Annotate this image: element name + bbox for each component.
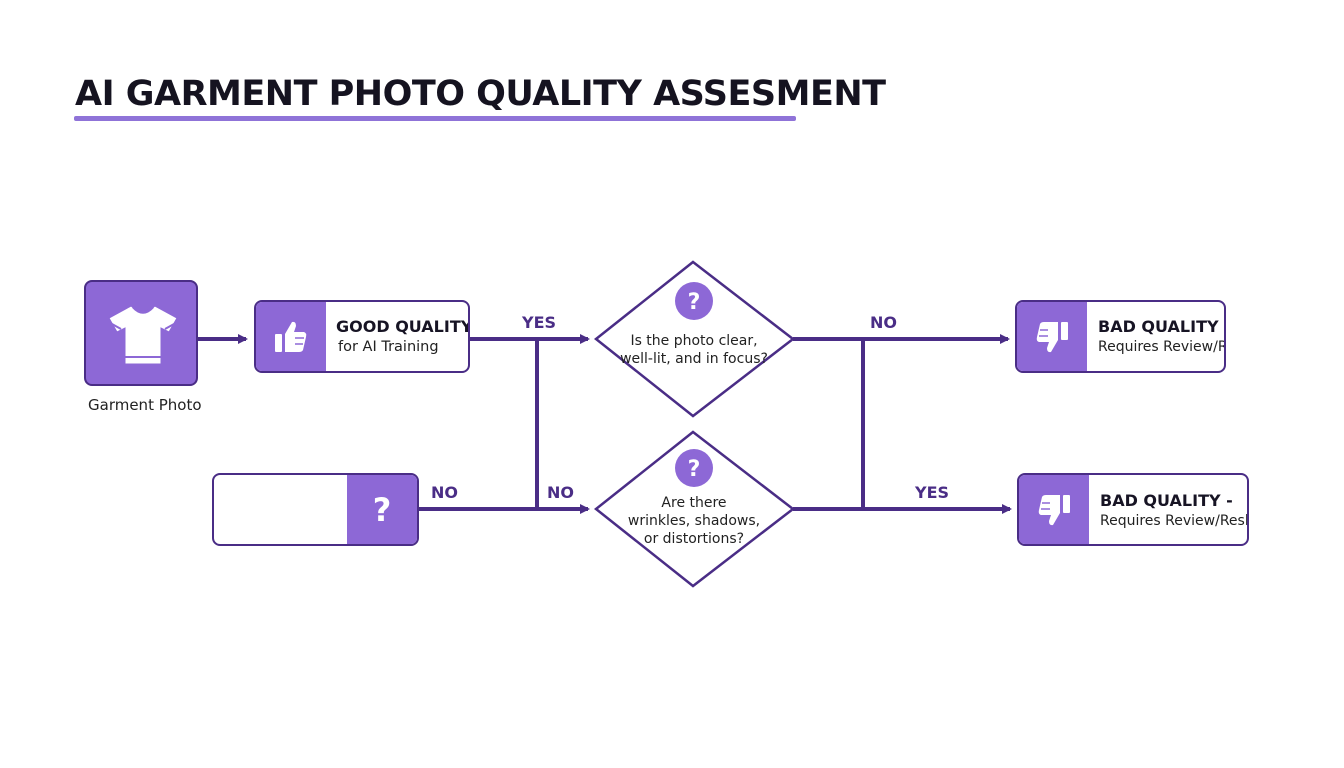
good-subtext: for AI Training: [338, 339, 439, 355]
label-no-top-right: NO: [870, 313, 897, 332]
decision1-question: Is the photo clear, well-lit, and in foc…: [620, 333, 768, 367]
decision1-question-icon: [675, 282, 713, 320]
question-icon: ?: [372, 490, 392, 529]
bad1-subtext: Requires Review/Reshoot: [1098, 339, 1224, 355]
input-node: [84, 280, 198, 386]
bad1-icon-cell: [1017, 302, 1087, 371]
tshirt-icon: [108, 305, 178, 365]
bad2-icon-cell: [1019, 475, 1089, 544]
bad-quality-node-2: BAD QUALITY - Requires Review/Reshoot: [1017, 473, 1249, 546]
thumbs-up-icon: [275, 321, 307, 352]
input-caption: Garment Photo: [88, 396, 202, 414]
empty-node: ?: [212, 473, 419, 546]
decision1-text: Is the photo clear, well-lit, and in foc…: [600, 332, 788, 368]
decision2-question: Are there wrinkles, shadows, or distorti…: [627, 495, 761, 547]
svg-text:?: ?: [688, 457, 701, 482]
bad-quality-node-1: BAD QUALITY Requires Review/Reshoot: [1015, 300, 1226, 373]
label-yes-bottom-right: YES: [915, 483, 950, 502]
label-yes-top: YES: [522, 313, 557, 332]
decision2-diamond: [593, 430, 796, 588]
good-icon-cell: [256, 302, 326, 371]
label-no-bottom-mid: NO: [547, 483, 574, 502]
decision1-diamond: [593, 260, 796, 418]
page-title: AI GARMENT PHOTO QUALITY ASSESMENT: [75, 74, 886, 114]
svg-text:?: ?: [688, 290, 701, 315]
empty-icon-cell: ?: [347, 475, 417, 544]
bad1-heading: BAD QUALITY: [1098, 317, 1219, 336]
title-underline: [74, 116, 796, 121]
good-heading: GOOD QUALITY: [336, 317, 470, 336]
thumbs-down-icon: [1036, 321, 1068, 352]
bad2-heading: BAD QUALITY -: [1100, 491, 1233, 510]
bad2-subtext: Requires Review/Reshoot: [1100, 513, 1247, 529]
label-no-bottom-left: NO: [431, 483, 458, 502]
thumbs-down-icon: [1038, 494, 1070, 525]
decision2-text: Are there wrinkles, shadows, or distorti…: [600, 494, 788, 548]
decision2-question-icon: [675, 449, 713, 487]
good-quality-node: GOOD QUALITY for AI Training: [254, 300, 470, 373]
